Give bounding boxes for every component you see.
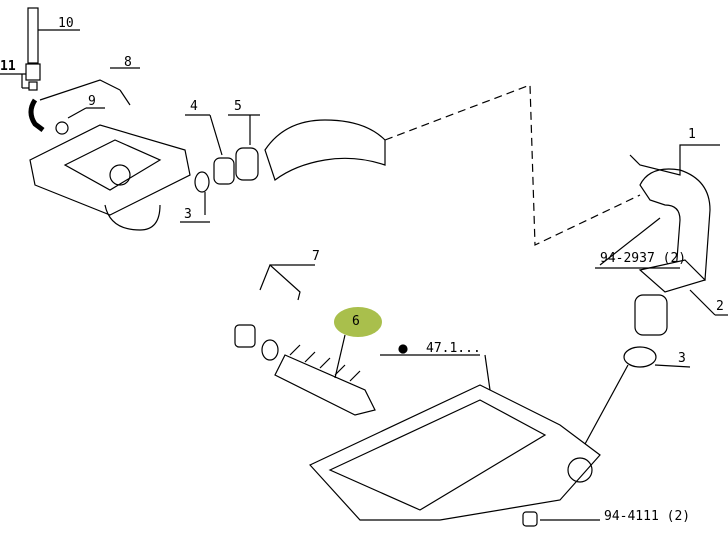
eye-symbol-icon	[398, 344, 408, 354]
callout-10[interactable]: 10	[58, 16, 74, 31]
callout-4[interactable]: 4	[190, 99, 198, 114]
part-7-plug	[234, 263, 315, 361]
callout-94-2937[interactable]: 94-2937 (2)	[600, 251, 687, 266]
callout-5[interactable]: 5	[234, 99, 242, 114]
part-11-fitting	[0, 63, 41, 91]
callout-2[interactable]: 2	[716, 299, 724, 314]
part-10-pipe	[27, 7, 80, 64]
callout-47-1[interactable]: 47.1...	[426, 341, 481, 356]
part-1-pipe	[559, 144, 728, 491]
callout-7[interactable]: 7	[312, 249, 320, 264]
callout-3-lower[interactable]: 3	[678, 351, 686, 366]
part-6-strainer	[274, 334, 376, 416]
assembly-lines	[384, 84, 641, 246]
part-8-housing	[29, 67, 191, 231]
callout-6[interactable]: 6	[352, 314, 360, 329]
callout-1[interactable]: 1	[688, 127, 696, 142]
callout-94-4111[interactable]: 94-4111 (2)	[604, 509, 691, 524]
callout-11[interactable]: 11	[0, 59, 16, 74]
callout-9[interactable]: 9	[88, 94, 96, 109]
parts-3-4-5-seals	[180, 114, 260, 223]
callout-8[interactable]: 8	[124, 55, 132, 70]
oil-pan	[309, 354, 601, 527]
highlight-marker	[334, 307, 382, 337]
callout-3[interactable]: 3	[184, 207, 192, 222]
